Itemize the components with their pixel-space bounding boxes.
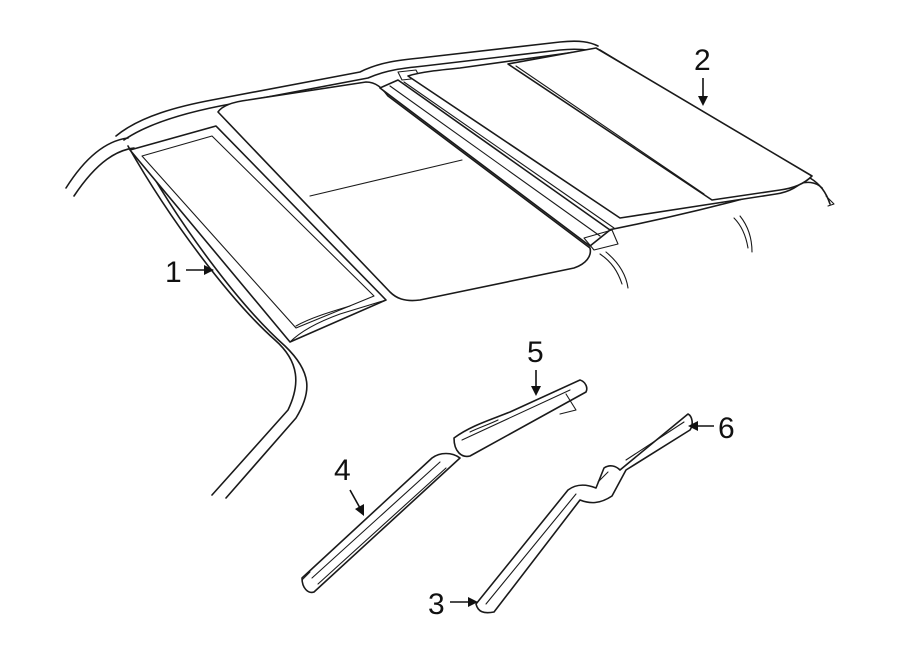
front-roof-panel xyxy=(217,81,592,302)
callout-4: 4 xyxy=(334,454,364,516)
rear-roof-panel xyxy=(407,47,813,219)
callout-label-1: 1 xyxy=(165,256,182,289)
callout-6: 6 xyxy=(688,412,735,445)
windshield xyxy=(129,125,387,343)
callout-label-2: 2 xyxy=(694,44,711,77)
callout-5: 5 xyxy=(527,336,544,396)
rear-body-lines xyxy=(599,215,753,289)
callout-3: 3 xyxy=(428,588,478,621)
callout-label-4: 4 xyxy=(334,454,351,487)
callout-label-5: 5 xyxy=(527,336,544,369)
roof-bow xyxy=(379,69,619,251)
weatherstrip-seal xyxy=(475,413,693,614)
callout-label-6: 6 xyxy=(718,412,735,445)
callout-2: 2 xyxy=(694,44,711,106)
callout-label-3: 3 xyxy=(428,588,445,621)
roof-rail-trim-rear xyxy=(453,379,588,458)
callout-1: 1 xyxy=(165,256,214,289)
roof-rail-trim-front xyxy=(301,452,461,594)
